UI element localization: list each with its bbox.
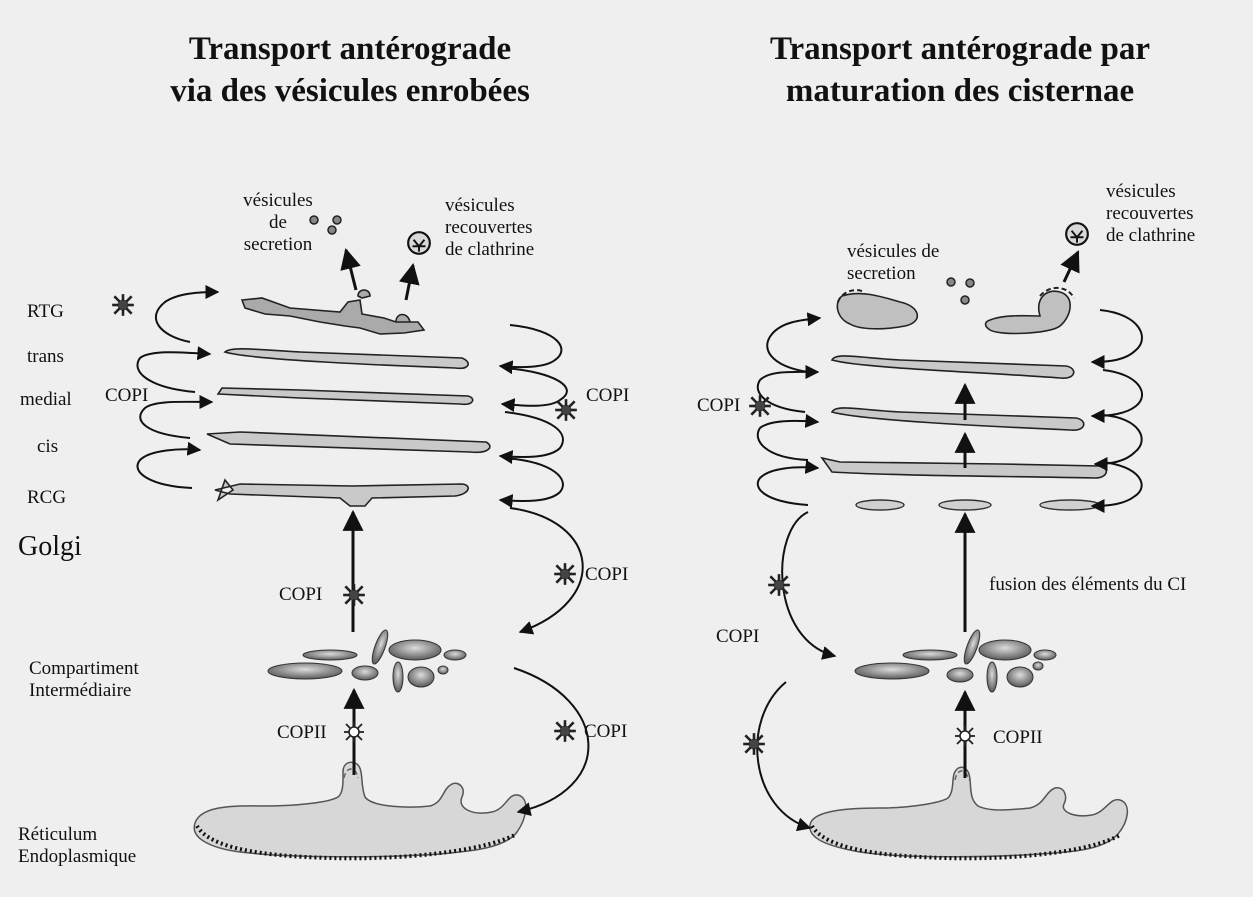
level-trans: trans [27, 346, 64, 368]
right-title-line2: maturation des cisternae [700, 70, 1220, 112]
left-copii-icon [344, 722, 364, 742]
right-intermediate-compartment [855, 628, 1056, 692]
left-golgi-stack [207, 290, 490, 506]
left-copi-mid-label: COPI [585, 564, 628, 586]
left-clathrin-vesicle-icon [408, 232, 430, 254]
left-copii-label: COPII [277, 722, 327, 744]
left-vesicules-clathrine-label: vésicules recouvertes de clathrine [445, 195, 534, 261]
left-title-line1: Transport antérograde [90, 28, 610, 70]
right-copi-left-label: COPI [716, 626, 759, 648]
right-vesicules-secretion-label: vésicules de secretion [847, 241, 939, 285]
fusion-label: fusion des éléments du CI [989, 574, 1186, 596]
level-medial: medial [20, 389, 72, 411]
right-title: Transport antérograde par maturation des… [700, 28, 1220, 112]
level-rtg: RTG [27, 301, 64, 323]
left-copi-side-icon [112, 294, 134, 316]
compartiment-label: Compartiment Intermédiaire [29, 658, 139, 702]
left-copi-up-icon [343, 584, 365, 606]
left-copi-low-icon [554, 720, 576, 742]
right-copi-low-icon [743, 733, 765, 755]
left-copi-low-label: COPI [584, 721, 627, 743]
right-clathrin-vesicle-icon [1066, 223, 1088, 245]
right-title-line1: Transport antérograde par [700, 28, 1220, 70]
left-title: Transport antérograde via des vésicules … [90, 28, 610, 112]
left-copi-golgi-icon [555, 399, 577, 421]
right-er-shape [810, 767, 1128, 857]
left-title-line2: via des vésicules enrobées [90, 70, 610, 112]
left-copi-up-label: COPI [279, 584, 322, 606]
right-copi-side-icon [749, 395, 771, 417]
level-rcg: RCG [27, 487, 66, 509]
left-copi-golgi-label: COPI [586, 385, 629, 407]
right-copi-left-icon [768, 574, 790, 596]
left-copi-side-label: COPI [105, 385, 148, 407]
reticulum-label: Réticulum Endoplasmique [18, 824, 136, 868]
right-panel-graphics [743, 223, 1142, 858]
right-vesicules-clathrine-label: vésicules recouvertes de clathrine [1106, 181, 1195, 247]
right-copii-icon [955, 726, 975, 746]
left-intermediate-compartment [268, 628, 466, 692]
left-copi-mid-icon [554, 563, 576, 585]
right-copi-side-label: COPI [697, 395, 740, 417]
left-vesicules-secretion-label: vésicules de secretion [228, 190, 328, 256]
left-er-shape [194, 762, 526, 857]
left-panel-graphics [112, 216, 588, 858]
golgi-label: Golgi [18, 531, 82, 563]
right-copii-label: COPII [993, 727, 1043, 749]
level-cis: cis [37, 436, 58, 458]
